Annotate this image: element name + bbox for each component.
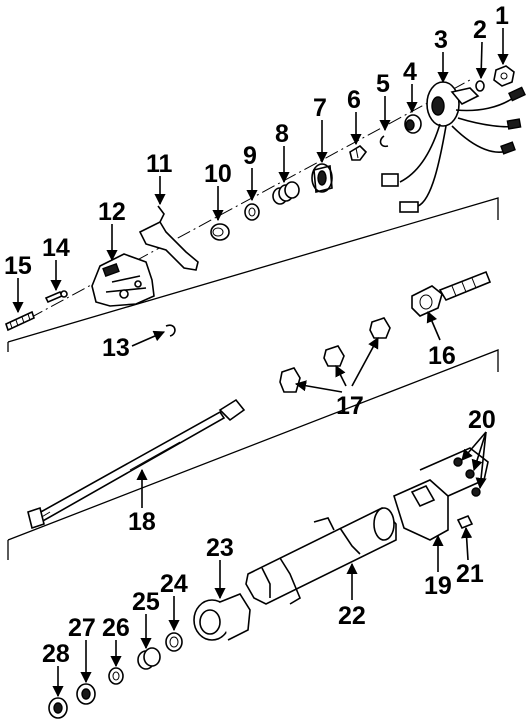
- callout-labels: 1 2 3 4 5 6 7 8 9 10 11 12 13 14 15 16 1…: [4, 2, 509, 668]
- callout-25: 25: [132, 588, 160, 616]
- callout-21: 21: [456, 560, 484, 588]
- turn-signal-switch-part-3: [381, 81, 526, 213]
- clip-part-5: [379, 135, 389, 148]
- callout-12: 12: [98, 198, 126, 226]
- callout-19: 19: [424, 572, 452, 600]
- callout-3: 3: [434, 26, 448, 54]
- callout-1: 1: [495, 2, 509, 30]
- callout-22: 22: [338, 602, 366, 630]
- bearing-assembly-part-23: [193, 593, 251, 641]
- callout-2: 2: [473, 16, 487, 44]
- callout-23: 23: [206, 534, 234, 562]
- spacer-part-6: [349, 144, 368, 161]
- nut-part-1: [493, 65, 515, 87]
- callout-17: 17: [336, 392, 364, 420]
- ring-part-24: [165, 632, 183, 652]
- screw-part-14: [44, 290, 68, 304]
- pin-part-21: [456, 514, 474, 530]
- callout-18: 18: [128, 508, 156, 536]
- callout-24: 24: [160, 570, 188, 598]
- section-guides: [7, 197, 499, 560]
- bracket-part-11: [138, 205, 199, 271]
- retainer-part-27: [76, 683, 96, 705]
- callout-9: 9: [243, 142, 257, 170]
- callout-15: 15: [4, 252, 32, 280]
- callout-4: 4: [403, 58, 417, 86]
- washer-part-26: [108, 667, 124, 685]
- callout-13: 13: [102, 334, 130, 362]
- intermediate-shaft-part-18: [27, 398, 246, 530]
- yoke-part-16: [411, 285, 443, 317]
- clip-part-13: [165, 324, 176, 337]
- steering-shaft: [438, 270, 492, 302]
- callout-27: 27: [68, 614, 96, 642]
- lock-housing-part-12: [91, 253, 155, 307]
- callout-28: 28: [42, 640, 70, 668]
- callout-8: 8: [275, 120, 289, 148]
- ring-part-9: [244, 203, 260, 221]
- callout-14: 14: [42, 234, 70, 262]
- bolt-part-15: [5, 310, 35, 332]
- callout-10: 10: [204, 160, 232, 188]
- bushing-part-25: [137, 647, 161, 670]
- washer-part-2: [475, 80, 485, 92]
- bushing-part-4: [404, 114, 422, 134]
- callout-7: 7: [313, 94, 327, 122]
- callout-5: 5: [376, 70, 390, 98]
- callout-16: 16: [428, 342, 456, 370]
- callout-26: 26: [102, 614, 130, 642]
- spring-part-8: [272, 181, 300, 205]
- bushings-part-17: [279, 317, 391, 393]
- leader-lines: [12, 28, 509, 698]
- column-housing-part-19: [393, 447, 489, 541]
- bolts-part-20: [453, 457, 481, 497]
- callout-11: 11: [146, 150, 173, 178]
- bearing-part-7: [311, 163, 333, 194]
- seal-part-28: [48, 697, 68, 719]
- callout-6: 6: [347, 86, 361, 114]
- jacket-tube-part-22: [245, 507, 397, 605]
- callout-20: 20: [468, 406, 496, 434]
- bushing-part-10: [210, 223, 230, 241]
